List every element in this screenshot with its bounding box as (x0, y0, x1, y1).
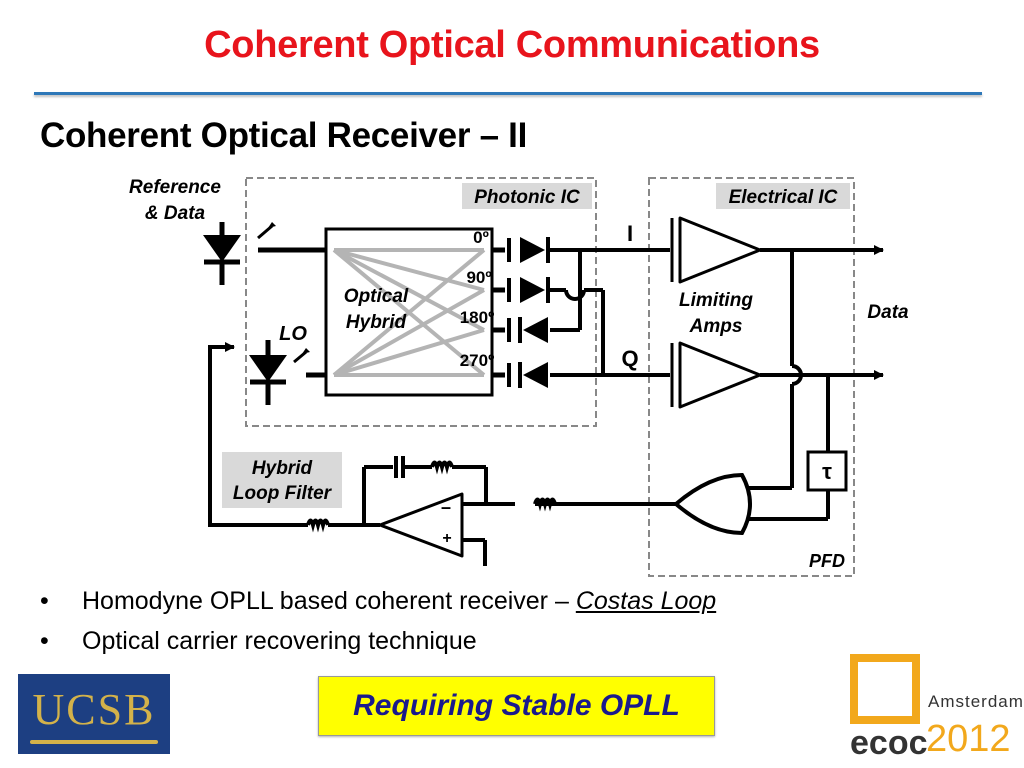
limiting-amp-q (670, 341, 762, 409)
ecoc-name: ecoc (850, 724, 928, 762)
photonic-ic-boundary (245, 177, 597, 427)
bullet-item-1: • Homodyne OPLL based coherent receiver … (40, 583, 716, 623)
loop-filter-label-bg (222, 452, 342, 508)
electrical-ic-label: Electrical IC (729, 187, 838, 208)
data-label: Data (867, 302, 909, 323)
lo-label: LO (279, 323, 307, 345)
feedback-resistor-icon (430, 460, 454, 475)
lo-laser-icon (249, 340, 310, 405)
hybrid-outputs (492, 247, 505, 378)
amps-label-line2: Amps (689, 316, 743, 337)
output-resistor-icon (306, 518, 330, 533)
q-channel-label: Q (621, 346, 638, 371)
reference-laser-icon (203, 222, 276, 285)
balanced-detector-wiring (550, 248, 670, 377)
bullet-item-2: • Optical carrier recovering technique (40, 623, 716, 663)
title-divider (34, 92, 982, 95)
i-channel-label: I (627, 221, 633, 246)
costas-loop-link: Costas Loop (575, 587, 717, 615)
limiting-amp-i (670, 216, 762, 284)
photonic-ic-label-bg (462, 183, 592, 209)
callout-box: Requiring Stable OPLL (318, 676, 715, 736)
optical-hybrid (324, 227, 494, 397)
photodiode-icon-180 (523, 317, 548, 343)
ucsb-logo: UCSB (18, 674, 170, 754)
port-label-270: 270º (460, 351, 495, 370)
opamp-minus-label: – (441, 497, 451, 517)
lo-feedback-path (208, 342, 308, 527)
delay-block (806, 450, 848, 492)
hybrid-label-line2: Hybrid (346, 312, 407, 333)
bullet-marker: • (40, 587, 49, 615)
opamp-icon (378, 492, 464, 558)
reference-label-line2: & Data (145, 203, 206, 224)
pfd-label: PFD (809, 551, 845, 571)
photodiode-icon-270 (523, 362, 548, 388)
ucsb-wave-icon (30, 740, 158, 744)
photodiode-icon-0 (520, 237, 545, 263)
ucsb-logo-text: UCSB (32, 685, 156, 734)
photonic-ic-label: Photonic IC (474, 187, 580, 208)
windmill-icon (850, 654, 920, 724)
pfd-wiring (739, 250, 830, 521)
opamp-ground (462, 538, 487, 566)
port-label-0: 0º (473, 228, 489, 247)
delay-tau-label: τ (822, 459, 832, 484)
loop-filter-label-line2: Loop Filter (233, 483, 333, 504)
port-label-90: 90º (466, 268, 491, 287)
slide-subtitle: Coherent Optical Receiver – II (40, 116, 528, 155)
loop-filter-label-line1: Hybrid (252, 458, 313, 479)
hybrid-label-line1: Optical (344, 286, 409, 307)
slide-title: Coherent Optical Communications (204, 24, 820, 66)
electrical-ic-label-bg (716, 183, 850, 209)
photodiode-icon-90 (520, 277, 545, 303)
input-resistor-icon (533, 497, 557, 512)
feedback-capacitor-icon (394, 456, 405, 478)
bullet-marker: • (40, 627, 49, 655)
ecoc-city: Amsterdam (928, 692, 1024, 711)
ecoc-logo: Amsterdam ecoc 2012 (846, 654, 1023, 762)
xor-gate-icon (672, 472, 752, 536)
amps-label-line1: Limiting (679, 290, 753, 311)
bullet-item-2-text: Optical carrier recovering technique (82, 627, 477, 655)
opamp-plus-label: + (442, 530, 451, 547)
ecoc-year: 2012 (926, 718, 1011, 760)
bullet-item-1-text: Homodyne OPLL based coherent receiver – (82, 587, 576, 615)
port-label-180: 180º (460, 308, 495, 327)
reference-label-line1: Reference (129, 177, 221, 198)
bullet-list: • Homodyne OPLL based coherent receiver … (40, 583, 716, 663)
feedback-network (362, 465, 488, 525)
